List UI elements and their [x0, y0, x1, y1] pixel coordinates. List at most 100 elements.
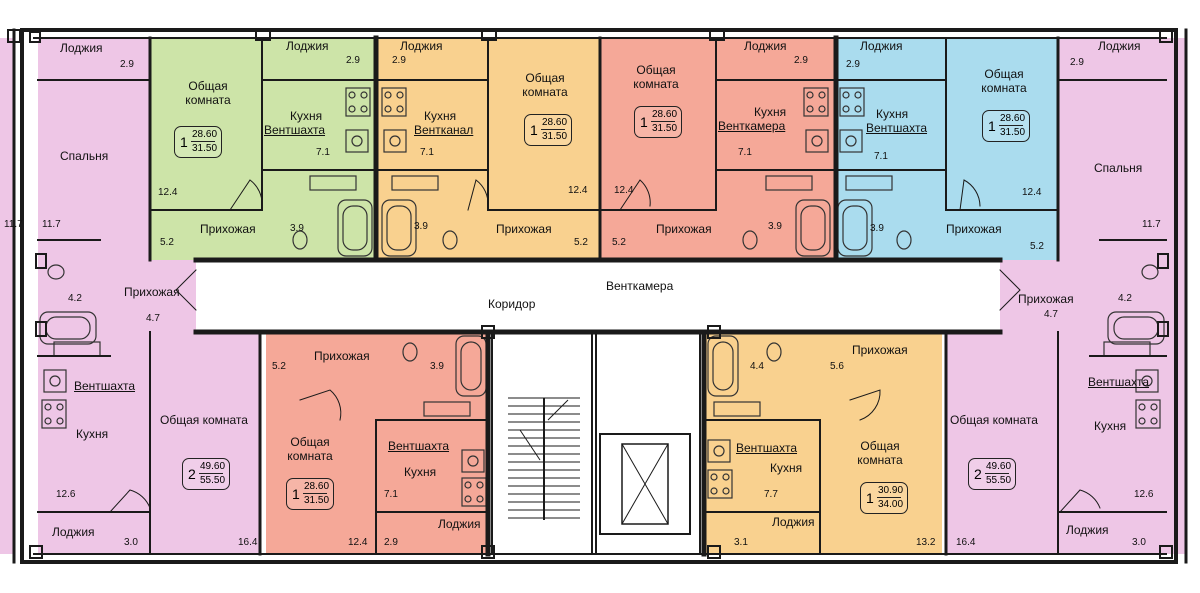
area-common: 12.4	[568, 185, 588, 196]
room-label-kitchen: Кухня	[404, 465, 437, 479]
label-vent-channel: Вентканал	[414, 123, 474, 137]
room-label-loggia: Лоджия	[438, 517, 481, 531]
apartment-left-top	[38, 38, 150, 260]
apartment-right-top-hall	[1000, 260, 1166, 332]
apartment-left-edge	[0, 38, 14, 554]
area-kitchen: 12.6	[56, 489, 76, 500]
area-loggia: 3.0	[124, 537, 138, 548]
area-bath: 3.9	[414, 221, 428, 232]
room-label-kitchen: Кухня	[424, 109, 457, 123]
area-hallway: 5.2	[612, 237, 626, 248]
room-label-common-1: Общая	[636, 63, 676, 77]
area-kitchen: 7.1	[874, 151, 888, 162]
room-label-common-2: комната	[287, 449, 333, 463]
area-kitchen: 7.1	[384, 489, 398, 500]
area-hallway: 5.6	[830, 361, 844, 372]
room-label-kitchen: Кухня	[1094, 419, 1127, 433]
area-hallway: 5.2	[272, 361, 286, 372]
room-label-loggia: Лоджия	[744, 39, 787, 53]
area-common: 16.4	[956, 537, 976, 548]
room-label-common-2: комната	[857, 453, 903, 467]
area-common: 13.2	[916, 537, 936, 548]
room-label-loggia: Лоджия	[860, 39, 903, 53]
area-bath: 3.9	[870, 223, 884, 234]
area-bath: 3.9	[768, 221, 782, 232]
room-label-kitchen: Кухня	[770, 461, 803, 475]
room-label-hallway: Прихожая	[496, 222, 552, 236]
room-label-loggia: Лоджия	[286, 39, 329, 53]
room-label-hallway: Прихожая	[1018, 292, 1074, 306]
room-label-common-1: Общая	[525, 71, 565, 85]
room-label-common: Общая комната	[950, 413, 1038, 427]
label-vent-shaft: Вентшахта	[388, 439, 450, 453]
room-label-common-2: комната	[185, 93, 231, 107]
label-vent-shaft: Вентшахта	[1088, 375, 1150, 389]
area-bath: 4.4	[750, 361, 764, 372]
apartment-salmon-top	[600, 38, 836, 260]
area-common: 12.4	[348, 537, 368, 548]
area-bedroom: 11.7	[1142, 219, 1161, 230]
area-loggia: 2.9	[846, 59, 860, 70]
label-vent-shaft: Вентшахта	[264, 123, 326, 137]
area-hallway: 5.2	[160, 237, 174, 248]
room-label-hallway: Прихожая	[656, 222, 712, 236]
room-label-loggia: Лоджия	[772, 515, 815, 529]
area-hallway: 5.2	[1030, 241, 1044, 252]
area-hallway: 5.2	[574, 237, 588, 248]
apartment-right-bottom	[946, 332, 1166, 554]
room-label-hallway: Прихожая	[124, 285, 180, 299]
area-loggia: 2.9	[346, 55, 360, 66]
area-kitchen: 7.1	[738, 147, 752, 158]
room-label-loggia: Лоджия	[1066, 523, 1109, 537]
room-label-loggia: Лоджия	[400, 39, 443, 53]
room-label-kitchen: Кухня	[754, 105, 787, 119]
room-label-kitchen: Кухня	[290, 109, 323, 123]
room-label-hallway: Прихожая	[946, 222, 1002, 236]
area-bath: 4.2	[68, 293, 82, 304]
area-kitchen: 7.1	[316, 147, 330, 158]
area-bedroom: 11.7	[42, 219, 61, 230]
columns	[7, 29, 1173, 559]
walls	[12, 28, 1188, 564]
room-label-kitchen: Кухня	[876, 107, 909, 121]
room-label-hallway: Прихожая	[852, 343, 908, 357]
label-vent-shaft: Вентшахта	[736, 441, 798, 455]
room-label-common-2: комната	[981, 81, 1027, 95]
apartment-right-top	[1058, 38, 1166, 260]
area-common: 12.4	[614, 185, 634, 196]
room-label-bedroom: Спальня	[1094, 161, 1143, 175]
room-label-common-1: Общая	[984, 67, 1024, 81]
area-bath: 4.2	[1118, 293, 1132, 304]
area-common: 12.4	[1022, 187, 1042, 198]
area-kitchen: 7.7	[764, 489, 778, 500]
label-vent-chamber: Венткамера	[718, 119, 786, 133]
label-vent-shaft: Вентшахта	[74, 379, 136, 393]
room-label-common-1: Общая	[290, 435, 330, 449]
area-common: 16.4	[238, 537, 258, 548]
label-vent-shaft: Вентшахта	[866, 121, 928, 135]
area-bath: 3.9	[430, 361, 444, 372]
room-label-loggia: Лоджия	[1098, 39, 1141, 53]
room-label-loggia: Лоджия	[60, 41, 103, 55]
area-kitchen: 12.6	[1134, 489, 1154, 500]
corridor-label: Коридор	[488, 297, 536, 311]
room-label-kitchen: Кухня	[76, 427, 109, 441]
room-label-common-2: комната	[633, 77, 679, 91]
room-label-common-1: Общая	[188, 79, 228, 93]
room-label-common: Общая комната	[160, 413, 248, 427]
area-loggia: 3.0	[1132, 537, 1146, 548]
area-loggia: 2.9	[392, 55, 406, 66]
area-bath: 3.9	[290, 223, 304, 234]
room-label-hallway: Прихожая	[200, 222, 256, 236]
vent-chamber-label: Венткамера	[606, 279, 674, 293]
area-loggia: 3.1	[734, 537, 748, 548]
area-edge: 11.7	[4, 219, 23, 230]
room-label-bedroom: Спальня	[60, 149, 109, 163]
